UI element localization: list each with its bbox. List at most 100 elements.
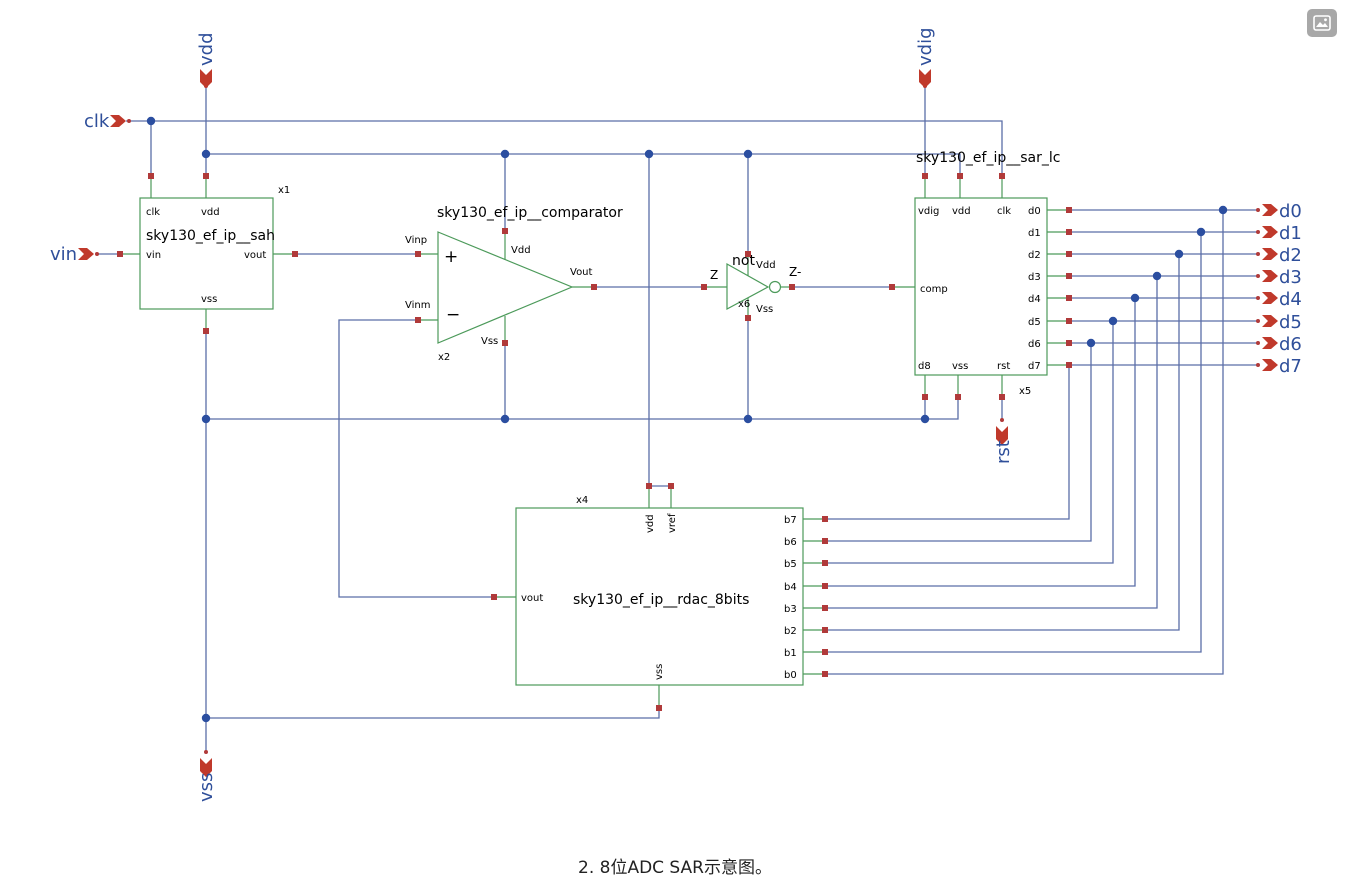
port-label-d3: d3	[1279, 267, 1302, 288]
bus-junction-d6	[1086, 338, 1096, 348]
adc-schematic: clk vdd vin vout vss sky130_ef_ip__sah x…	[50, 27, 1302, 802]
rdac-pin-b5: b5	[784, 559, 797, 570]
port-d7: d7	[1256, 356, 1302, 377]
port-d6: d6	[1256, 334, 1302, 355]
rdac-pin-b7: b7	[784, 515, 797, 526]
sar-pin-d8: d8	[918, 361, 931, 372]
rdac-pin-vdd: vdd	[645, 514, 656, 533]
svg-text:vdd: vdd	[196, 32, 217, 66]
port-vss: vss	[196, 758, 217, 802]
bus-junction-d4	[1130, 293, 1140, 303]
image-view-button[interactable]	[1307, 9, 1337, 37]
sar-title: sky130_ef_ip__sar_lc	[916, 150, 1060, 166]
inverter-title: not	[732, 253, 755, 269]
port-vdig: vdig	[915, 27, 936, 88]
bus-junction-d5	[1108, 316, 1118, 326]
port-d0: d0	[1256, 201, 1302, 222]
sar-pin-d0: d0	[1028, 206, 1041, 217]
comparator-plus: +	[444, 247, 458, 267]
rdac-pin-b0: b0	[784, 670, 797, 681]
bus-junction-d2	[1174, 249, 1184, 259]
junctions	[146, 116, 930, 723]
image-icon	[1313, 15, 1331, 31]
port-vin: vin	[50, 244, 94, 265]
rdac-pin-b1: b1	[784, 648, 797, 659]
sah-block: clk vdd vin vout vss sky130_ef_ip__sah x…	[120, 176, 295, 331]
comparator-pin-vout: Vout	[570, 267, 593, 278]
sah-pin-vout: vout	[244, 250, 266, 261]
inverter-block: not Vdd Vss Z Z- x6	[704, 253, 801, 318]
rdac-pin-b2: b2	[784, 626, 797, 637]
rdac-pin-b3: b3	[784, 604, 797, 615]
sar-pin-vss: vss	[952, 361, 968, 372]
comparator-pin-vinp: Vinp	[405, 235, 427, 246]
comparator-title: sky130_ef_ip__comparator	[437, 205, 623, 221]
sar-pin-d4: d4	[1028, 294, 1041, 305]
bus-junction-d0	[1218, 205, 1228, 215]
inverter-pin-vdd: Vdd	[756, 260, 776, 271]
port-d5: d5	[1256, 312, 1302, 333]
sar-pin-d5: d5	[1028, 317, 1041, 328]
port-label-d0: d0	[1279, 201, 1302, 222]
pin-markers	[117, 173, 1072, 711]
port-d3: d3	[1256, 267, 1302, 288]
comparator-block: + − Vinp Vinm Vdd Vss Vout sky130_ef_ip_…	[405, 205, 623, 363]
sar-pin-d6: d6	[1028, 339, 1041, 350]
port-clk: clk	[84, 111, 126, 132]
sar-pin-comp: comp	[920, 284, 948, 295]
port-d4: d4	[1256, 289, 1302, 310]
svg-text:clk: clk	[84, 111, 110, 132]
rdac-title: sky130_ef_ip__rdac_8bits	[573, 592, 749, 608]
sah-pin-vin: vin	[146, 250, 161, 261]
sar-pin-vdd: vdd	[952, 206, 971, 217]
bus-junctions	[1086, 205, 1228, 348]
sar-outputs: d0 d1 d2 d3 d4 d5 d6 d7	[1028, 206, 1069, 372]
comparator-pin-vdd: Vdd	[511, 245, 531, 256]
inverter-pin-out: Z-	[789, 265, 801, 279]
svg-text:vdig: vdig	[915, 27, 936, 66]
bus-junction-d1	[1196, 227, 1206, 237]
svg-text:vss: vss	[196, 773, 217, 802]
rdac-pin-b6: b6	[784, 537, 797, 548]
sar-pin-d7: d7	[1028, 361, 1041, 372]
port-label-d1: d1	[1279, 223, 1302, 244]
data-buses	[825, 209, 1257, 675]
sah-inst: x1	[278, 185, 290, 196]
sah-pin-vss: vss	[201, 294, 217, 305]
port-label-d5: d5	[1279, 312, 1302, 333]
port-d1: d1	[1256, 223, 1302, 244]
port-label-d6: d6	[1279, 334, 1302, 355]
sar-block: vdig vdd clk comp d8 vss rst sky130_ef_i…	[892, 150, 1069, 397]
comparator-pin-vinm: Vinm	[405, 300, 430, 311]
inverter-inst: x6	[738, 299, 750, 310]
rdac-pin-vref: vref	[667, 513, 678, 533]
svg-text:vin: vin	[50, 244, 77, 265]
sar-inst: x5	[1019, 386, 1031, 397]
port-label-d2: d2	[1279, 245, 1302, 266]
port-vdd: vdd	[196, 32, 217, 88]
comparator-pin-vss: Vss	[481, 336, 498, 347]
sah-title: sky130_ef_ip__sah	[146, 228, 275, 244]
svg-text:rst: rst	[993, 440, 1014, 464]
port-label-d4: d4	[1279, 289, 1302, 310]
figure-caption: 2. 8位ADC SAR示意图。	[578, 858, 772, 878]
port-d2: d2	[1256, 245, 1302, 266]
sar-pin-d1: d1	[1028, 228, 1041, 239]
comparator-minus: −	[446, 305, 460, 325]
sah-pin-vdd: vdd	[201, 207, 220, 218]
inverter-pin-in: Z	[710, 268, 718, 282]
port-rst: rst	[993, 426, 1014, 464]
rdac-pin-vss: vss	[654, 664, 665, 680]
rdac-inst: x4	[576, 495, 588, 506]
port-label-d7: d7	[1279, 356, 1302, 377]
sah-pin-clk: clk	[146, 207, 160, 218]
sar-pin-d2: d2	[1028, 250, 1041, 261]
bus-junction-d3	[1152, 271, 1162, 281]
inverter-pin-vss: Vss	[756, 304, 773, 315]
rdac-pin-vout: vout	[521, 593, 543, 604]
sar-pin-rst: rst	[997, 361, 1010, 372]
comparator-inst: x2	[438, 352, 450, 363]
sar-pin-d3: d3	[1028, 272, 1041, 283]
